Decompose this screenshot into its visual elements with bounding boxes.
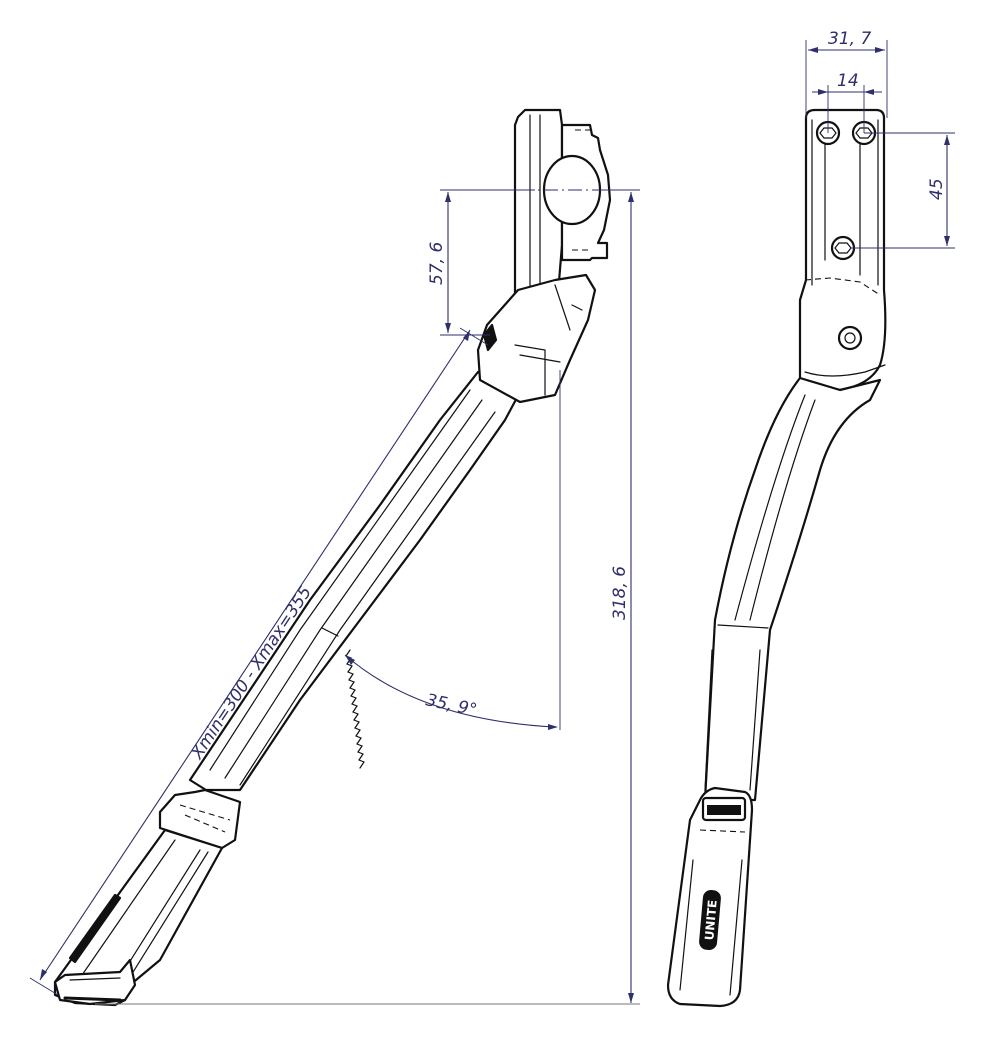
brand-logo: UNITE: [699, 889, 721, 951]
dimension-bolt-spacing-vertical: 45: [927, 178, 947, 200]
svg-text:UNITE: UNITE: [702, 899, 719, 941]
hinge-housing: [476, 273, 597, 404]
serrated-edge: [345, 649, 365, 769]
dimension-bolt-spacing-horizontal: 14: [837, 71, 859, 91]
front-curved-leg: [703, 376, 882, 802]
pivot-bolt: [837, 325, 863, 351]
lower-leg-tube: [53, 828, 224, 1007]
dimension-total-height: 318, 6: [610, 566, 630, 620]
kickstand-foot: [53, 958, 137, 1006]
front-view-dimensions: 31, 7 14 45: [805, 29, 955, 249]
side-view-kickstand: [53, 108, 612, 1007]
front-view-kickstand: UNITE: [666, 108, 887, 1008]
dimension-clamp-offset: 57, 6: [427, 242, 447, 285]
dimension-mount-width: 31, 7: [828, 29, 871, 49]
dimension-leg-angle: 35, 9°: [424, 690, 479, 720]
